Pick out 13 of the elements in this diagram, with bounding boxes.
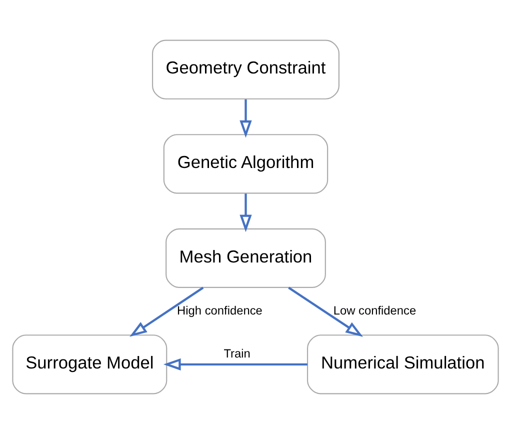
node-box: Geometry Constraint bbox=[152, 40, 340, 100]
arrow bbox=[163, 358, 308, 370]
arrow bbox=[240, 194, 252, 232]
edge-label: High confidence bbox=[177, 303, 262, 318]
node-box: Mesh Generation bbox=[166, 228, 326, 288]
arrow bbox=[288, 286, 364, 337]
node-box: Genetic Algorithm bbox=[163, 134, 328, 194]
arrow bbox=[240, 99, 252, 138]
edge-label: Low confidence bbox=[333, 303, 416, 318]
node-box: Surrogate Model bbox=[12, 334, 168, 394]
arrow bbox=[130, 286, 204, 337]
edge-label: Train bbox=[224, 346, 250, 361]
node-box: Numerical Simulation bbox=[306, 334, 499, 394]
